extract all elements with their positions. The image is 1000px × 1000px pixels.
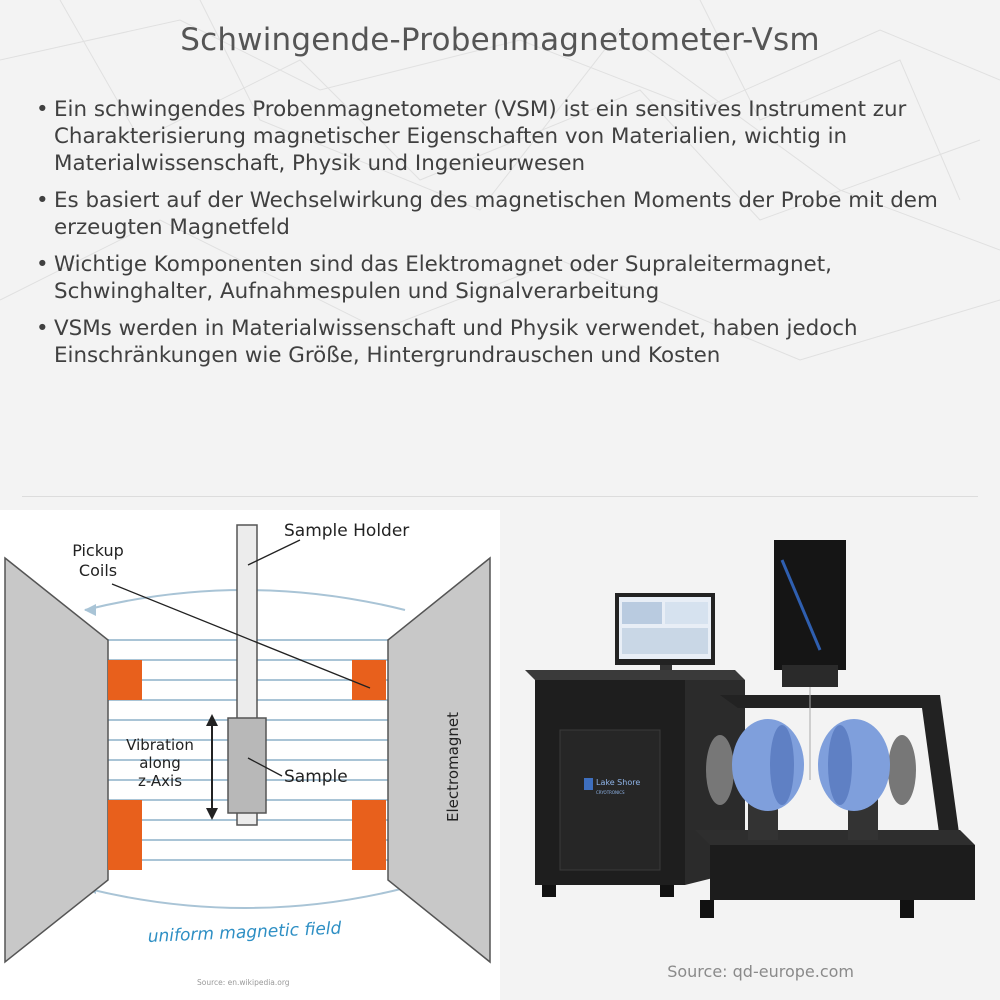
leader-lines	[111, 539, 371, 777]
arrow-down-head	[206, 808, 218, 820]
bullet-list: Ein schwingendes Probenmagnetometer (VSM…	[34, 96, 974, 379]
sample-label: Sample	[284, 767, 348, 787]
tower-head	[774, 540, 846, 670]
vibration-label: Vibration	[126, 736, 194, 754]
screen-panel	[622, 602, 662, 624]
electromagnet-label: Electromagnet	[444, 712, 462, 822]
pickup-label: Pickup	[72, 541, 124, 560]
tower-mount	[782, 665, 838, 687]
base-top	[695, 830, 975, 845]
bullet-item: Wichtige Komponenten sind das Elektromag…	[34, 251, 974, 305]
pickup-label: Coils	[79, 561, 117, 580]
base-body	[710, 845, 975, 900]
diagram-source-caption: Source: en.wikipedia.org	[197, 978, 290, 987]
magnet-pole-face	[828, 725, 852, 805]
base-foot	[900, 900, 914, 918]
right-pole-piece	[387, 556, 491, 964]
frame-support	[720, 695, 960, 840]
magnet-endcap	[706, 735, 734, 805]
screen-panel	[665, 602, 708, 624]
arrow-up-head	[206, 714, 218, 726]
bullet-item: Ein schwingendes Probenmagnetometer (VSM…	[34, 96, 974, 177]
cabinet-panel	[559, 729, 661, 871]
base-foot	[700, 900, 714, 918]
pickup-coil	[108, 800, 142, 870]
bullet-item: Es basiert auf der Wechselwirkung des ma…	[34, 187, 974, 241]
vibration-label: along	[139, 754, 181, 772]
brand-logo-icon	[584, 778, 593, 790]
section-divider	[22, 496, 978, 497]
cabinet-top	[525, 670, 745, 680]
screen-panel	[622, 628, 708, 654]
bullet-item: VSMs werden in Materialwissenschaft und …	[34, 315, 974, 369]
photo-source-caption: Source: qd-europe.com	[667, 962, 854, 981]
left-pole-piece	[4, 556, 109, 964]
brand-label: CRYOTRONICS	[596, 790, 625, 795]
caster-wheel	[542, 885, 556, 897]
sample-holder-label: Sample Holder	[284, 521, 409, 541]
pickup-coil	[352, 660, 386, 700]
vsm-instrument-photo: Lake Shore CRYOTRONICS	[525, 540, 975, 918]
tower-light-strip	[780, 559, 822, 651]
vsm-schematic-diagram: Pickup Coils Sample Holder Vibration alo…	[0, 510, 500, 1000]
magnet-endcap	[888, 735, 916, 805]
magnet-pole-face	[770, 725, 794, 805]
page-title: Schwingende-Probenmagnetometer-Vsm	[180, 22, 820, 58]
pickup-coil	[108, 660, 142, 700]
vibration-label: z-Axis	[138, 772, 182, 790]
pickup-coil	[352, 800, 386, 870]
caster-wheel	[660, 885, 674, 897]
brand-label: Lake Shore	[596, 778, 640, 787]
sample-block	[227, 717, 267, 814]
